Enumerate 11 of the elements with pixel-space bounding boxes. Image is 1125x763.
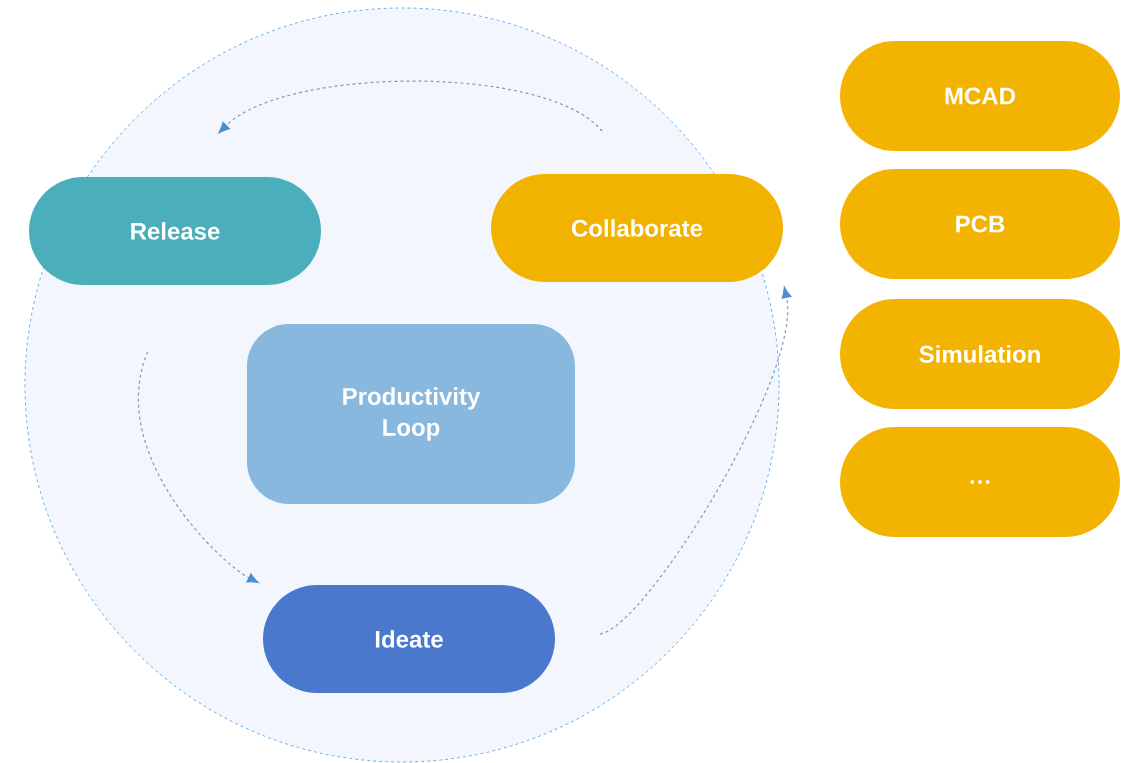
pill-box: Simulation — [840, 299, 1120, 409]
pill-box: MCAD — [840, 41, 1120, 151]
arrow — [599, 286, 792, 635]
pill-box: Collaborate — [491, 174, 783, 282]
pill-box: … — [840, 427, 1120, 537]
pill-box: PCB — [840, 169, 1120, 279]
pill-box: Release — [29, 177, 321, 285]
arrow — [218, 80, 603, 134]
center-box: Productivity Loop — [247, 324, 575, 504]
arrow — [137, 351, 259, 584]
pill-box: Ideate — [263, 585, 555, 693]
